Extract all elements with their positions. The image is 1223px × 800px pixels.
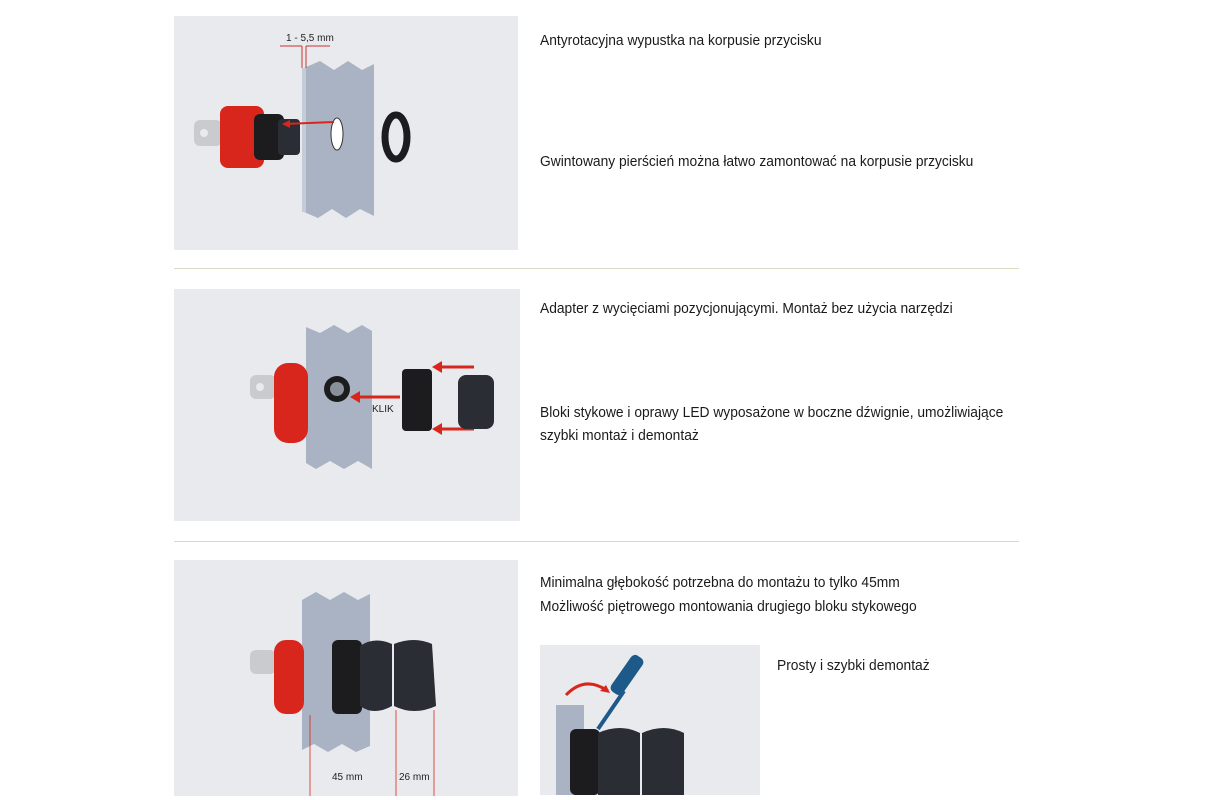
section-divider [174, 541, 1019, 542]
feature-text: Minimalna głębokość potrzebna do montażu… [540, 574, 900, 591]
contact-block [360, 640, 392, 711]
feature-text: Adapter z wycięciami pozycjonującymi. Mo… [540, 300, 953, 317]
depth-label-26: 26 mm [399, 772, 430, 783]
adapter [402, 369, 432, 431]
contact-block [598, 728, 640, 795]
feature-text: Prosty i szybki demontaż [777, 657, 930, 674]
illustration-panel-disassembly [540, 645, 760, 795]
contact-block [394, 640, 436, 711]
threaded-ring [381, 111, 411, 163]
feature-text: Bloki stykowe i oprawy LED wyposażone w … [540, 404, 1004, 421]
depth-label-45: 45 mm [332, 772, 363, 783]
feature-text: Antyrotacyjna wypustka na korpusie przyc… [540, 32, 822, 49]
button-mounting-illustration: 1 - 5,5 mm [194, 33, 411, 218]
illustration-panel-mounting: 1 - 5,5 mm [174, 16, 518, 250]
mounting-depth-illustration: 45 mm 26 mm [250, 592, 436, 796]
feature-text: szybki montaż i demontaż [540, 427, 699, 444]
contact-block [642, 728, 684, 795]
red-button [274, 640, 304, 714]
section-divider [174, 268, 1019, 269]
adapter-mounting-illustration: KLIK [250, 325, 494, 469]
klik-label: KLIK [372, 404, 394, 415]
key-icon [250, 650, 276, 674]
screwdriver-disassembly-illustration [556, 654, 684, 795]
red-button [274, 363, 308, 443]
red-button [220, 106, 264, 168]
contact-block [458, 375, 494, 429]
illustration-panel-adapter: KLIK [174, 289, 520, 521]
illustration-panel-depth: 45 mm 26 mm [174, 560, 518, 796]
feature-text: Gwintowany pierścień można łatwo zamonto… [540, 153, 974, 170]
screwdriver-icon [596, 689, 626, 731]
feature-text: Możliwość piętrowego montowania drugiego… [540, 598, 917, 615]
dimension-label: 1 - 5,5 mm [286, 33, 334, 44]
